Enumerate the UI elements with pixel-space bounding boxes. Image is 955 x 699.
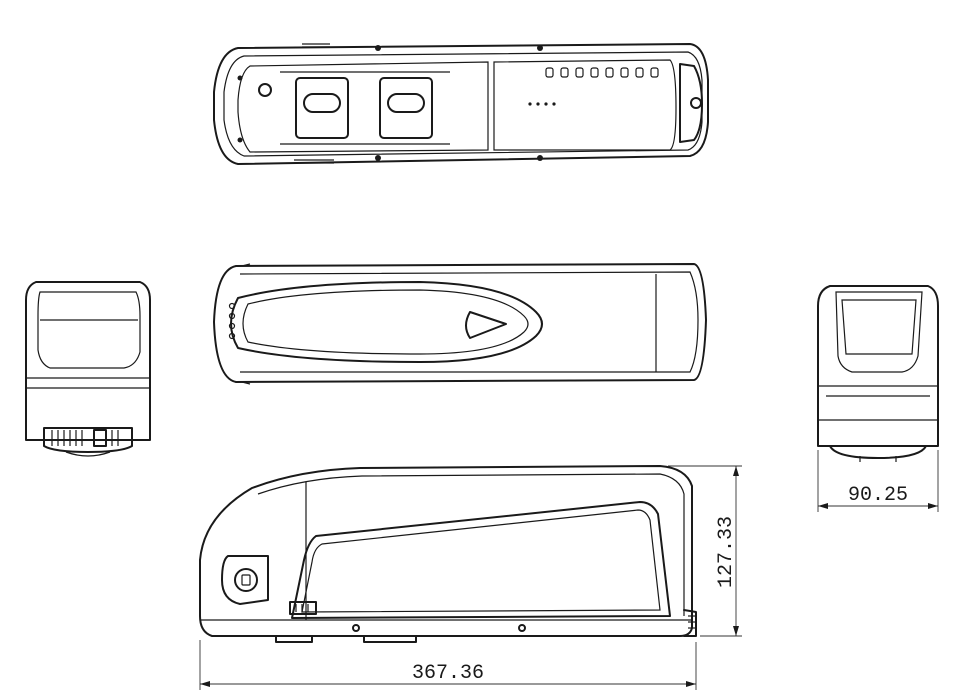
indicator-dots bbox=[528, 67, 659, 106]
height-label: 127.33 bbox=[715, 516, 738, 588]
length-label: 367.36 bbox=[412, 662, 484, 685]
level-indicator bbox=[228, 302, 236, 340]
width-label: 90.25 bbox=[848, 484, 908, 507]
right-end-view bbox=[817, 285, 939, 462]
side-view bbox=[213, 263, 707, 385]
left-end-view bbox=[25, 281, 151, 457]
dimension-length: 367.36 bbox=[199, 640, 697, 690]
top-view bbox=[213, 43, 709, 165]
dimension-height: 127.33 bbox=[668, 465, 742, 637]
front-view bbox=[199, 465, 697, 643]
dimension-width: 90.25 bbox=[817, 450, 939, 512]
